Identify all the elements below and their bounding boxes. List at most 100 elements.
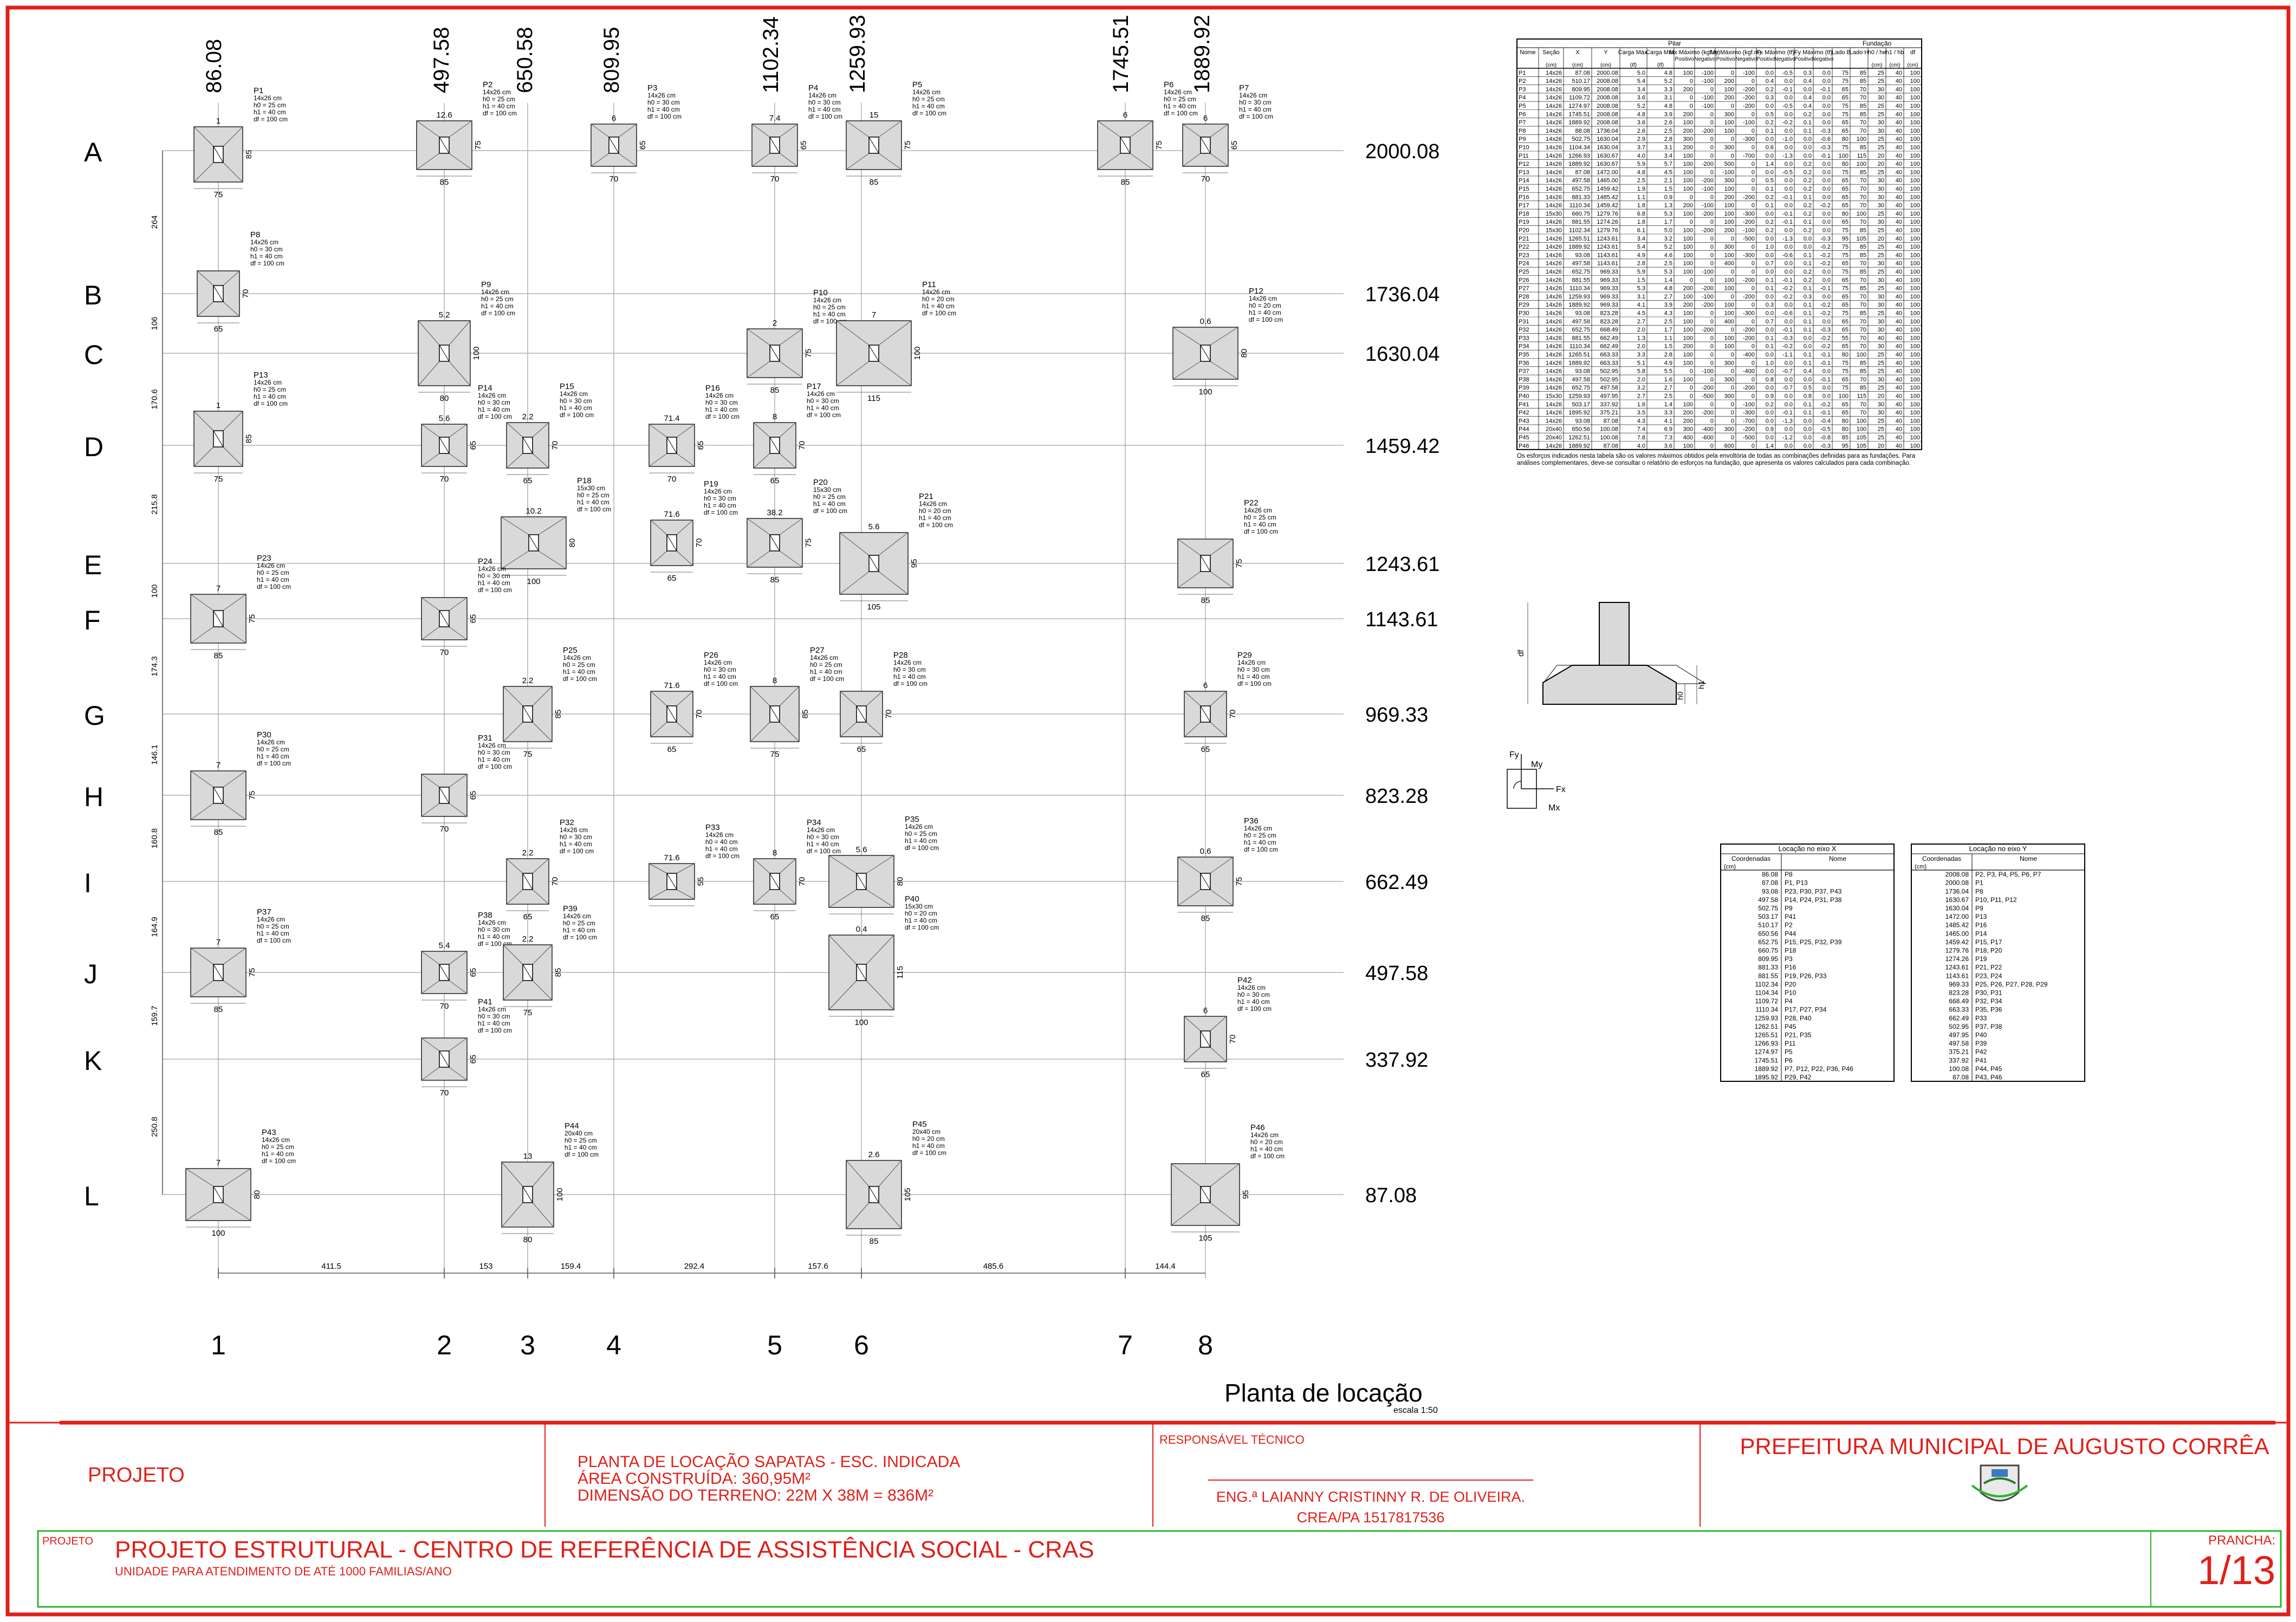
footing-info-line: h1 = 40 cm — [478, 756, 510, 763]
table-cell: 1109.72 — [1569, 95, 1590, 101]
column-hatch — [213, 285, 224, 302]
table-cell: 0.0 — [1766, 136, 1774, 142]
footing-info-line: P38 — [478, 911, 492, 920]
table-cell: 5.2 — [1637, 103, 1645, 109]
table-cell: 75 — [1842, 252, 1849, 258]
table-cell: 300 — [1724, 244, 1734, 250]
table-cell: 14x26 — [1546, 352, 1562, 358]
footing-slope-line — [1184, 1016, 1201, 1031]
table-cell: 0 — [1710, 401, 1714, 408]
footing-info-line: df = 100 cm — [560, 411, 594, 419]
table-cell: 14x26 — [1546, 252, 1562, 258]
table-cell: 1889.92 — [1568, 302, 1590, 308]
table-cell: 40 — [1896, 360, 1902, 366]
table-cell: 0.4 — [1766, 78, 1774, 85]
footing-slope-line — [618, 153, 637, 167]
footing-slope-line — [1210, 857, 1234, 874]
table-cell: P10 — [1519, 145, 1529, 151]
table-cell: 0 — [1690, 194, 1693, 200]
table-cell: 75 — [1842, 228, 1849, 234]
loc-y-coord: 1465.00 — [1945, 930, 1969, 937]
footing-info-line: df = 100 cm — [250, 259, 284, 267]
column-label: 7 — [1118, 1330, 1133, 1360]
footing-slope-line — [421, 597, 440, 611]
table-cell: 30 — [1878, 194, 1884, 200]
loc-x-coord: 1262.51 — [1755, 1023, 1779, 1030]
column-hatch — [213, 1186, 224, 1203]
footing-slope-line — [753, 858, 770, 874]
table-cell: 0 — [1731, 410, 1734, 416]
loc-y-names: P41 — [1975, 1056, 1987, 1064]
footing-height: 75 — [804, 349, 813, 358]
table-cell: 881.55 — [1572, 335, 1590, 341]
column-offset: 5.2 — [439, 310, 450, 320]
table-cell: 0 — [1731, 434, 1734, 441]
table-cell: 0 — [1710, 169, 1714, 176]
loc-y-names: P44, P45 — [1975, 1065, 2002, 1073]
footing-info-line: h1 = 40 cm — [905, 837, 937, 845]
footing-slope-line — [866, 722, 883, 737]
table-cell: -100 — [1702, 95, 1714, 101]
row-label: L — [84, 1181, 99, 1211]
row-coordinate: 497.58 — [1365, 962, 1428, 985]
table-cell: -0.1 — [1820, 410, 1831, 416]
footing-width: 75 — [214, 475, 223, 484]
table-cell: -0.1 — [1782, 327, 1793, 333]
table-cell: 65 — [1842, 410, 1849, 416]
left-dimension: 159.7 — [150, 1005, 159, 1026]
loc-y-coord: 1485.42 — [1945, 922, 1969, 929]
table-cell: 0.0 — [1785, 360, 1793, 366]
table-cell: 55 — [1842, 335, 1849, 341]
table-cell: -0.1 — [1782, 219, 1793, 225]
table-cell: P4 — [1519, 95, 1526, 101]
table-cell: 14x26 — [1546, 302, 1562, 308]
table-cell: P46 — [1519, 443, 1529, 449]
table-cell: -200 — [1702, 211, 1714, 217]
footing-info-line: 14x26 cm — [560, 390, 588, 398]
table-cell: 300 — [1724, 360, 1734, 366]
table-cell: -0.6 — [1782, 310, 1793, 317]
loc-y-names: P33 — [1975, 1014, 1987, 1022]
table-cell: 0.0 — [1785, 128, 1793, 134]
table-cell: 100 — [1683, 401, 1693, 408]
column-hatch — [1200, 137, 1211, 154]
footing-slope-line — [449, 626, 468, 640]
footing-info-line: df = 100 cm — [807, 847, 841, 855]
footing-info-line: df = 100 cm — [808, 113, 842, 120]
footing-info-line: h0 = 25 cm — [563, 919, 595, 927]
table-cell: 0.0 — [1785, 319, 1793, 325]
table-cell: 30 — [1878, 178, 1884, 184]
loc-y-coord: 1736.04 — [1945, 887, 1969, 895]
column-coordinate: 809.95 — [600, 27, 624, 93]
footing-info-line: h0 = 25 cm — [577, 491, 609, 499]
footing-slope-line — [449, 320, 471, 346]
column-hatch — [439, 137, 450, 154]
table-cell: 14x26 — [1546, 178, 1562, 184]
footing-info-line: h1 = 40 cm — [912, 102, 945, 110]
h1-label: h1 — [1697, 680, 1705, 689]
table-cell: 0 — [1710, 244, 1714, 250]
table-cell: 0.0 — [1804, 377, 1812, 383]
table-cell: -0.7 — [1782, 368, 1793, 375]
table-cell: -0.1 — [1820, 286, 1831, 292]
table-cell: 100 — [1683, 252, 1693, 258]
table-unit: (cm) — [1572, 62, 1583, 68]
table-cell: 100 — [1910, 120, 1920, 126]
column-hatch — [856, 705, 867, 723]
table-cell: 0.2 — [1804, 161, 1812, 167]
footing-height: 70 — [550, 441, 560, 450]
table-sub-header: Positivo — [1675, 56, 1694, 62]
table-cell: -1.1 — [1782, 352, 1793, 358]
table-cell: 0.0 — [1822, 169, 1831, 176]
footing-slope-line — [1210, 691, 1227, 706]
table-cell: 14x26 — [1546, 111, 1562, 118]
loc-y-names: P1 — [1975, 879, 1983, 887]
table-cell: 6.9 — [1664, 426, 1672, 433]
